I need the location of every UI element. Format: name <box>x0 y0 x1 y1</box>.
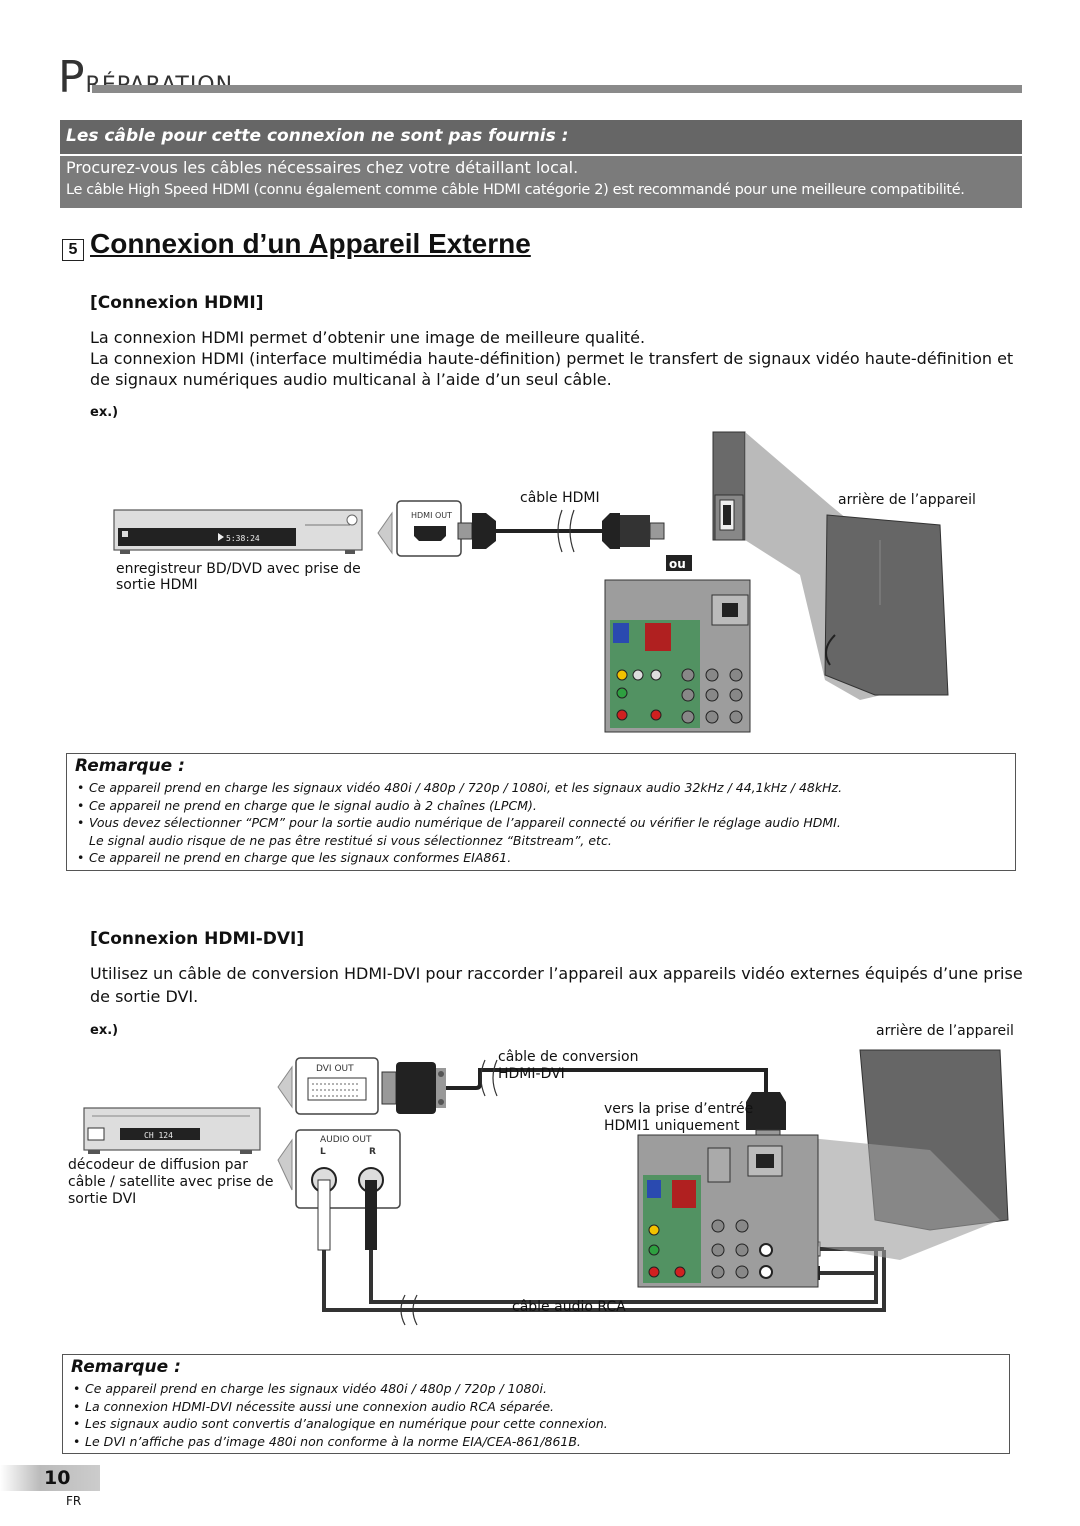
list-item: Ce appareil prend en charge les signaux … <box>77 779 842 797</box>
note2-list: Ce appareil prend en charge les signaux … <box>73 1380 608 1450</box>
set-top-box-icon: CH 124 <box>83 1107 261 1154</box>
page-header-title: PRÉPARATION <box>58 52 233 103</box>
input-label-line1: vers la prise d’entrée <box>604 1101 754 1117</box>
player-display: 5:38:24 <box>226 534 260 543</box>
audio-out-port-icon: AUDIO OUT L R <box>295 1129 401 1209</box>
note2-box: Remarque : Ce appareil prend en charge l… <box>62 1354 1010 1454</box>
hdmi-out-port-icon: HDMI OUT <box>396 500 462 557</box>
cable-notice-heading: Les câble pour cette connexion ne sont p… <box>66 126 569 146</box>
dvi-heading: [Connexion HDMI-DVI] <box>90 929 305 949</box>
list-item: Le DVI n’affiche pas d’image 480i non co… <box>73 1433 608 1451</box>
tv-rear-icon <box>637 1049 1009 1288</box>
tv-rear-icon <box>712 431 949 700</box>
cable-notice-box: Les câble pour cette connexion ne sont p… <box>60 120 1022 208</box>
hdmi-cable-label: câble HDMI <box>520 490 600 506</box>
audio-l-label: L <box>320 1147 326 1157</box>
note1-title: Remarque : <box>75 756 185 776</box>
input-label-line2: HDMI1 uniquement <box>604 1118 740 1134</box>
section-title-text: Connexion d’un Appareil Externe <box>90 228 531 259</box>
note1-list: Ce appareil prend en charge les signaux … <box>77 779 842 867</box>
note2-title: Remarque : <box>71 1357 181 1377</box>
conv-cable-label: câble de conversion HDMI-DVI <box>498 1049 638 1083</box>
cable-notice-heading-bar: Les câble pour cette connexion ne sont p… <box>60 120 1022 156</box>
rear-label: arrière de l’appareil <box>838 492 976 508</box>
note1-box: Remarque : Ce appareil prend en charge l… <box>66 753 1016 871</box>
language-code: FR <box>66 1494 82 1508</box>
page-number-tab: 10 <box>0 1465 100 1491</box>
stb-label-line2: câble / satellite avec prise de <box>68 1174 274 1190</box>
conv-cable-label-line2: HDMI-DVI <box>498 1066 565 1082</box>
dvi-out-port-icon: DVI OUT <box>295 1057 379 1115</box>
bd-dvd-player-icon: 5:38:24 <box>113 509 363 554</box>
list-item: Vous devez sélectionner “PCM” pour la so… <box>77 814 842 832</box>
dvi-out-label: DVI OUT <box>316 1064 354 1074</box>
hdmi-heading: [Connexion HDMI] <box>90 293 264 313</box>
hdmi-ex-label: ex.) <box>90 405 119 420</box>
audio-out-label: AUDIO OUT <box>320 1135 372 1145</box>
stb-label: décodeur de diffusion par câble / satell… <box>68 1157 274 1208</box>
player-label-line2: sortie HDMI <box>116 577 198 593</box>
hdmi-cable-icon <box>457 509 665 553</box>
hdmi-paragraph: La connexion HDMI permet d’obtenir une i… <box>90 327 1025 390</box>
hdmi-diagram: 5:38:24 HDMI OUT câble HDMI arrière de l… <box>113 431 976 733</box>
player-label: enregistreur BD/DVD avec prise de sortie… <box>116 561 361 593</box>
stb-label-line1: décodeur de diffusion par <box>68 1157 248 1173</box>
conv-cable-label-line1: câble de conversion <box>498 1049 639 1065</box>
header-initial: P <box>58 52 86 103</box>
list-item-continuation: Le signal audio risque de ne pas être re… <box>89 832 612 848</box>
list-item: La connexion HDMI-DVI nécessite aussi un… <box>73 1398 608 1416</box>
input-label: vers la prise d’entrée HDMI1 uniquement <box>604 1101 753 1135</box>
audio-r-label: R <box>369 1147 376 1157</box>
tv-input-panel-icon <box>604 579 751 733</box>
list-item: Ce appareil ne prend en charge que le si… <box>77 797 842 815</box>
cable-notice-line2: Le câble High Speed HDMI (connu égalemen… <box>66 182 965 198</box>
checkbox-icon: 5 <box>62 239 84 261</box>
list-item: Les signaux audio sont convertis d’analo… <box>73 1415 608 1433</box>
section-title: 5 Connexion d’un Appareil Externe <box>62 228 531 261</box>
dvi-ex-label: ex.) <box>90 1023 119 1038</box>
stb-display: CH 124 <box>144 1131 173 1140</box>
dvi-diagram: CH 124 DVI OUT AUDIO OUT L R <box>83 1049 1009 1326</box>
cable-notice-line1: Procurez-vous les câbles nécessaires che… <box>66 158 579 177</box>
dvi-paragraph: Utilisez un câble de conversion HDMI-DVI… <box>90 964 1023 1006</box>
header-rule <box>92 85 1022 93</box>
list-item: Ce appareil ne prend en charge que les s… <box>77 849 842 867</box>
ou-badge: ou <box>669 557 686 571</box>
rca-cable-label: câble audio RCA <box>512 1299 626 1315</box>
dvi-rear-label: arrière de l’appareil <box>876 1023 1014 1039</box>
list-item: Ce appareil prend en charge les signaux … <box>73 1380 608 1398</box>
hdmi-para2: La connexion HDMI (interface multimédia … <box>90 349 1014 389</box>
page-number: 10 <box>44 1467 71 1489</box>
player-label-line1: enregistreur BD/DVD avec prise de <box>116 561 361 577</box>
stb-label-line3: sortie DVI <box>68 1191 137 1207</box>
hdmi-out-label: HDMI OUT <box>411 511 452 520</box>
hdmi-para1: La connexion HDMI permet d’obtenir une i… <box>90 328 646 347</box>
